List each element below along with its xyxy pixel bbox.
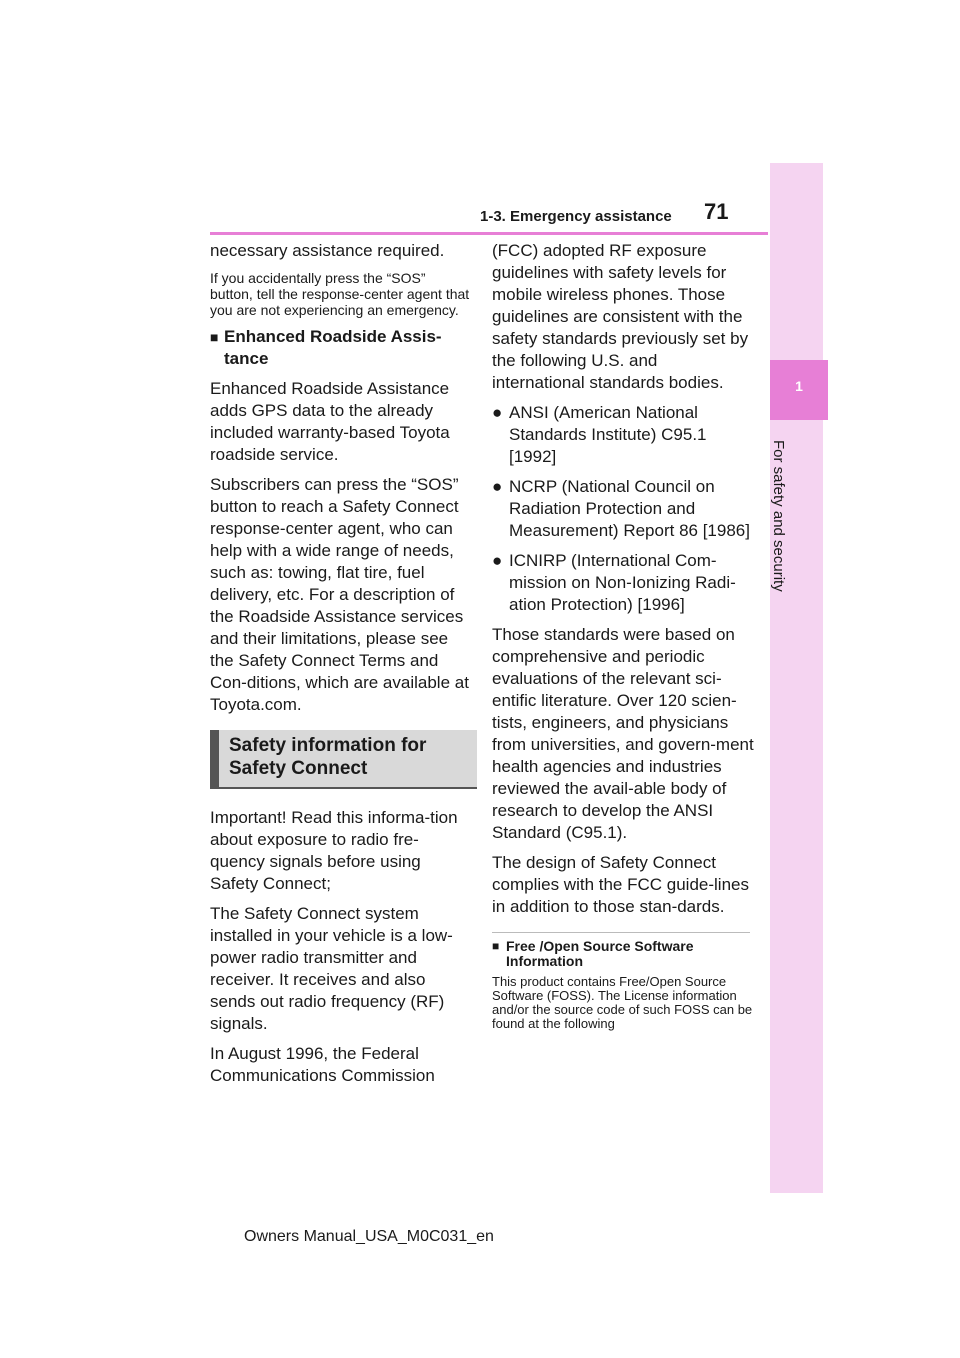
side-tab-active [770, 360, 828, 420]
side-tab-label-text: For safety and security [770, 440, 787, 592]
bullet-text: ICNIRP (International Com-mission on Non… [509, 551, 736, 614]
note-text: If you accidentally press the “SOS” butt… [210, 270, 470, 318]
side-tab-bar [770, 163, 823, 1193]
square-bullet-icon: ■ [210, 329, 219, 345]
paragraph: (FCC) adopted RF exposure guidelines wit… [492, 241, 749, 392]
bullet-dot-icon: ● [492, 403, 503, 422]
bullet-dot-icon: ● [492, 477, 503, 496]
subheading: ■ Enhanced Roadside Assis-tance [210, 326, 472, 370]
square-bullet-icon: ■ [492, 939, 500, 953]
section-heading-box: Safety information for Safety Connect [210, 730, 477, 789]
paragraph: The Safety Connect system installed in y… [210, 904, 453, 1033]
left-column: necessary assistance required. If you ac… [210, 240, 477, 1095]
subheading-text: Enhanced Roadside Assis-tance [224, 327, 442, 368]
paragraph: The design of Safety Connect complies wi… [492, 853, 749, 916]
bullet-text: NCRP (National Council on Radiation Prot… [509, 477, 750, 540]
note-separator [492, 932, 750, 933]
bullet-item: ● NCRP (National Council on Radiation Pr… [492, 476, 754, 542]
running-header-section: 1-3. Emergency assistance [480, 208, 672, 225]
side-tab-number: 1 [795, 378, 803, 394]
paragraph: Enhanced Roadside Assistance adds GPS da… [210, 379, 450, 464]
note-heading-text: Free /Open Source Software Information [506, 938, 694, 969]
paragraph: Those standards were based on comprehens… [492, 625, 754, 842]
paragraph: Important! Read this informa-tion about … [210, 808, 458, 893]
note-heading: ■ Free /Open Source Software Information [492, 939, 754, 969]
footer-text: Owners Manual_USA_M0C031_en [244, 1228, 494, 1245]
header-rule [210, 232, 768, 235]
paragraph: In August 1996, the Federal Communicatio… [210, 1044, 435, 1085]
paragraph: Subscribers can press the “SOS” button t… [210, 475, 469, 714]
right-column: (FCC) adopted RF exposure guidelines wit… [492, 240, 754, 1031]
bullet-item: ● ICNIRP (International Com-mission on N… [492, 550, 754, 616]
bullet-dot-icon: ● [492, 551, 503, 570]
paragraph: necessary assistance required. [210, 241, 445, 260]
bullet-text: ANSI (American National Standards Instit… [509, 403, 707, 466]
bullet-item: ● ANSI (American National Standards Inst… [492, 402, 754, 468]
page-number: 71 [704, 199, 729, 224]
note-text: This product contains Free/Open Source S… [492, 974, 753, 1031]
